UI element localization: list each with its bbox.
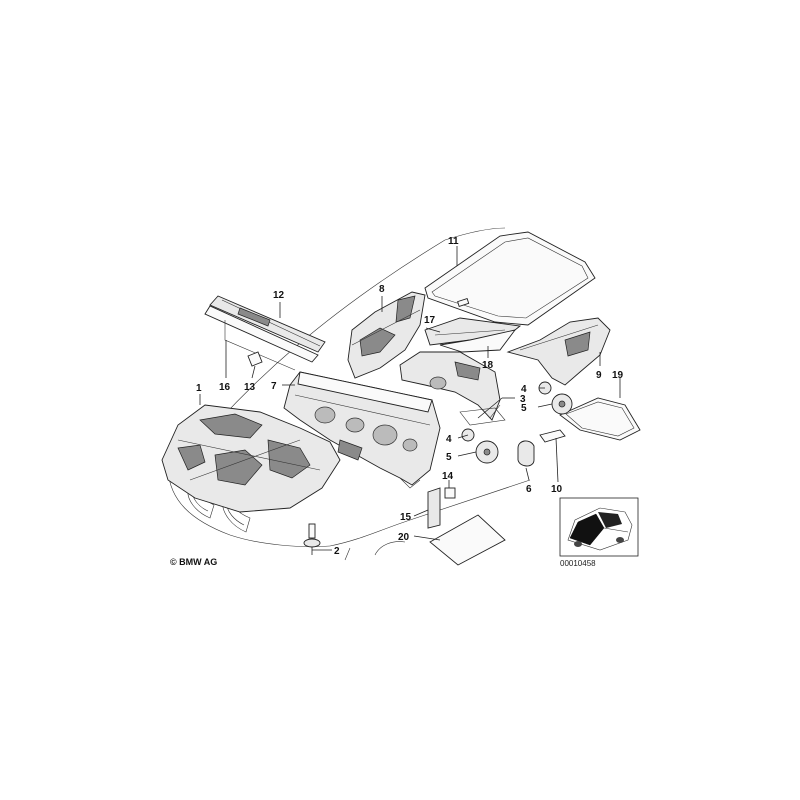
callout-7: 7: [271, 381, 277, 392]
callout-17: 17: [424, 315, 436, 326]
callout-1: 1: [196, 383, 202, 394]
callout-2: 2: [334, 546, 340, 557]
callout-19: 19: [612, 370, 624, 381]
callout-11: 11: [448, 236, 459, 247]
part-5-disc-upper: [551, 393, 573, 415]
callout-5-lower: 5: [446, 452, 452, 463]
part-8-side-panel: [347, 291, 426, 379]
part-10-bracket: [539, 429, 566, 443]
part-19-floor-pad: [559, 397, 641, 441]
part-2-clip: [303, 523, 321, 555]
part-14-clip: [444, 487, 456, 499]
callout-16: 16: [219, 382, 231, 393]
callout-12: 12: [273, 290, 285, 301]
callout-8: 8: [379, 284, 385, 295]
drawing-number: 00010458: [560, 559, 596, 568]
part-3-footwell-insulation: [399, 351, 506, 426]
callout-14: 14: [442, 471, 454, 482]
part-15-block: [427, 487, 441, 529]
part-20-mat: [429, 514, 506, 566]
callout-9: 9: [596, 370, 602, 381]
part-11-floor-mat: [424, 231, 596, 326]
thumbnail-car-icon: [567, 507, 633, 551]
callout-labels: 1 2 3 4 5 4 5 6 7 8 9 10 11 12 13 14 15 …: [196, 236, 624, 557]
callout-4-lower: 4: [446, 434, 452, 445]
part-18-tunnel-strip: [439, 329, 517, 353]
part-13-pad: [247, 351, 263, 367]
callout-3: 3: [520, 394, 526, 405]
callout-20: 20: [398, 532, 410, 543]
part-9-tunnel-cover: [506, 317, 611, 386]
callout-15: 15: [400, 512, 412, 523]
part-16-cowl-seal: [204, 305, 319, 371]
thumbnail-inset: [559, 497, 639, 557]
part-7-bulkhead-insulation: [283, 371, 441, 489]
callout-6: 6: [526, 484, 532, 495]
callout-13: 13: [244, 382, 256, 393]
callout-4-upper: 4: [521, 384, 527, 395]
part-6-plug: [517, 440, 535, 467]
part-12-cowl-strip: [209, 295, 326, 353]
callout-10: 10: [551, 484, 563, 495]
copyright-text: © BMW AG: [170, 557, 217, 567]
part-5-disc-lower: [475, 440, 499, 464]
part-1-hood-insulation: [161, 404, 341, 513]
callout-18: 18: [482, 360, 494, 371]
callout-5-upper: 5: [521, 403, 527, 414]
leader-lines: [199, 246, 621, 551]
